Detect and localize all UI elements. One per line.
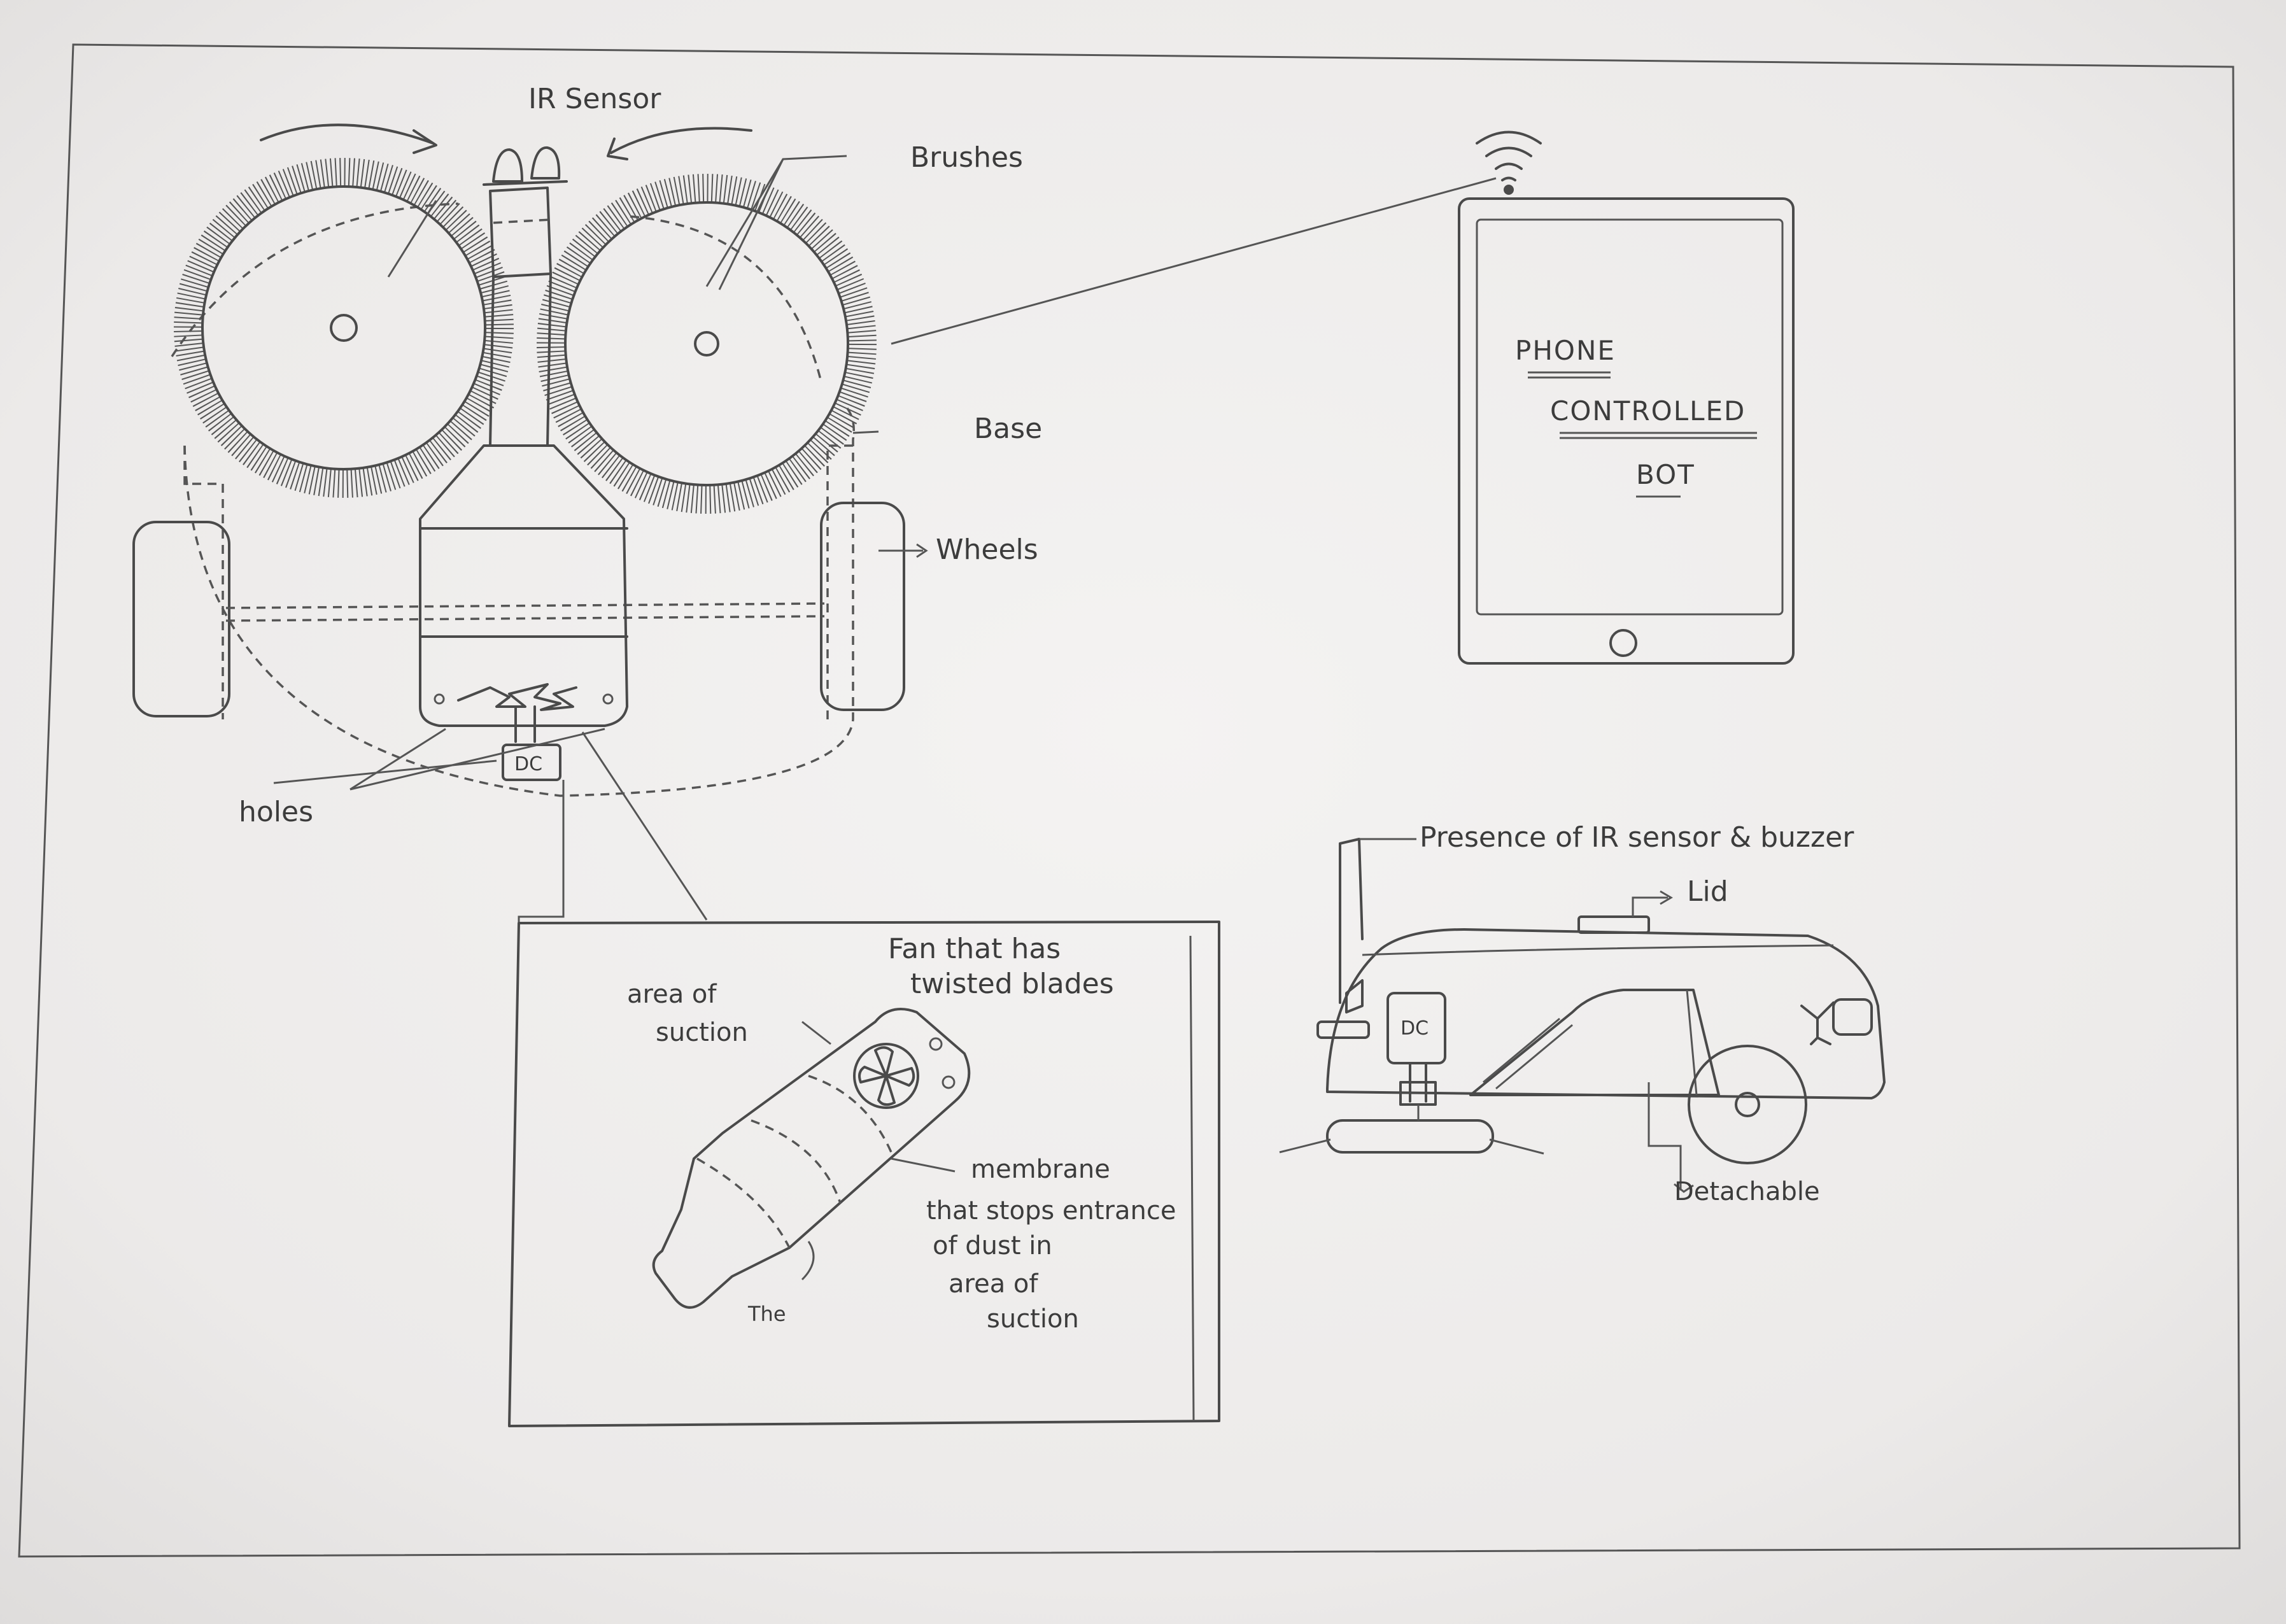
membrane-label-5: suction (987, 1304, 1079, 1334)
area-label-1: area of (627, 980, 717, 1009)
detachable-label: Detachable (1674, 1177, 1820, 1206)
dc-label-top: DC (514, 753, 542, 775)
lid-label: Lid (1687, 875, 1728, 908)
membrane-label-4: area of (949, 1269, 1038, 1299)
wheels-label: Wheels (936, 533, 1038, 566)
phone-line1: PHONE (1515, 335, 1616, 366)
phone-line2: CONTROLLED (1550, 395, 1746, 427)
holes-label: holes (239, 796, 313, 828)
base-label: Base (974, 413, 1042, 445)
dc-label-side: DC (1401, 1017, 1429, 1040)
phone-line3: BOT (1636, 459, 1695, 490)
presence-label: Presence of IR sensor & buzzer (1420, 821, 1854, 854)
membrane-label-3: of dust in (933, 1231, 1052, 1260)
membrane-label-2: that stops entrance (926, 1196, 1176, 1225)
fan-label-1: Fan that has (888, 933, 1061, 965)
the-label: The (747, 1302, 786, 1326)
ir-sensor-label: IR Sensor (528, 83, 661, 115)
membrane-label-1: membrane (971, 1155, 1110, 1184)
brushes-label: Brushes (910, 141, 1023, 174)
area-label-2: suction (656, 1018, 748, 1047)
fan-label-2: twisted blades (910, 968, 1114, 1000)
